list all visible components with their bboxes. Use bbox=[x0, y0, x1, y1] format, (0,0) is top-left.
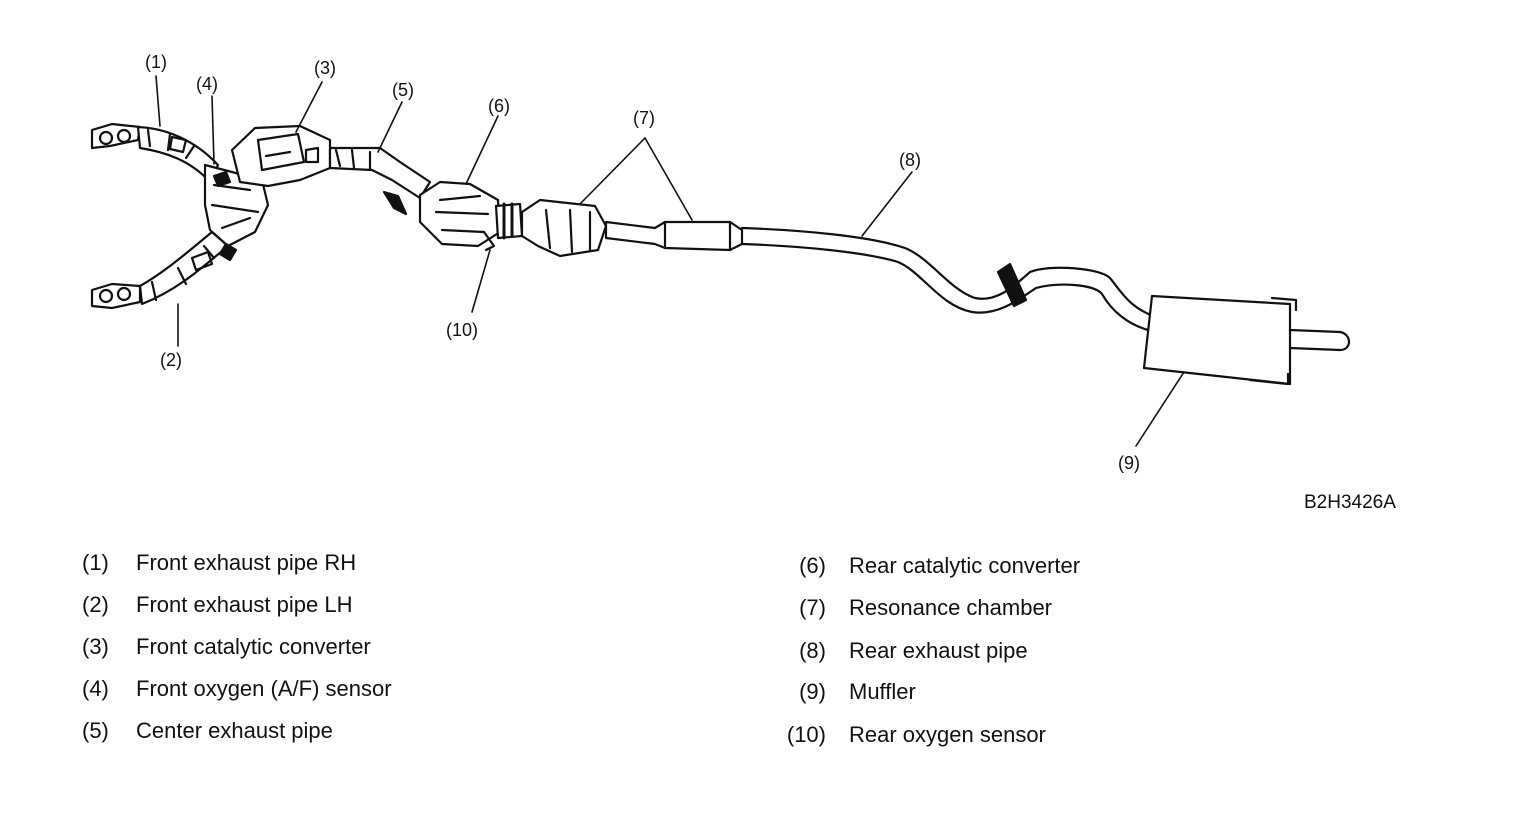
legend-label: Rear catalytic converter bbox=[849, 553, 1081, 578]
muffler bbox=[1142, 294, 1351, 386]
legend-number: (4) bbox=[82, 676, 109, 701]
callout-7: (7) bbox=[633, 108, 655, 128]
rear-oxygen-sensor bbox=[482, 230, 496, 252]
callout-9: (9) bbox=[1118, 453, 1140, 473]
legend-label: Center exhaust pipe bbox=[136, 718, 333, 743]
legend-label: Front exhaust pipe LH bbox=[136, 592, 353, 617]
callout-3: (3) bbox=[314, 58, 336, 78]
callout-4: (4) bbox=[196, 74, 218, 94]
center-exhaust-pipe bbox=[328, 146, 432, 216]
legend-label: Resonance chamber bbox=[849, 595, 1053, 620]
callout-10: (10) bbox=[446, 320, 478, 340]
legend-label: Rear exhaust pipe bbox=[849, 638, 1028, 663]
front-catalytic-converter bbox=[230, 124, 332, 188]
legend-label: Rear oxygen sensor bbox=[849, 722, 1046, 747]
callout-8: (8) bbox=[899, 150, 921, 170]
legend-number: (8) bbox=[799, 638, 826, 663]
legend-label: Muffler bbox=[849, 679, 916, 704]
callout-6: (6) bbox=[488, 96, 510, 116]
legend-number: (10) bbox=[786, 722, 826, 747]
legend-label: Front catalytic converter bbox=[136, 634, 371, 659]
legend-number: (7) bbox=[799, 595, 826, 620]
callout-1: (1) bbox=[145, 52, 167, 72]
rear-exhaust-pipe bbox=[740, 226, 1162, 334]
legend-label: Front oxygen (A/F) sensor bbox=[136, 676, 392, 701]
figure-code: B2H3426A bbox=[1304, 492, 1396, 513]
resonance-chamber bbox=[520, 198, 744, 258]
leader-lines bbox=[155, 75, 1185, 447]
legend-number: (1) bbox=[82, 550, 109, 575]
legend-number: (5) bbox=[82, 718, 109, 743]
front-exhaust-pipe-lh bbox=[90, 230, 230, 310]
legend-label: Front exhaust pipe RH bbox=[136, 550, 357, 575]
legend-number: (2) bbox=[82, 592, 109, 617]
callout-5: (5) bbox=[392, 80, 414, 100]
callout-2: (2) bbox=[160, 350, 182, 370]
legend-number: (6) bbox=[799, 553, 826, 578]
rear-catalytic-converter bbox=[418, 180, 524, 252]
legend-number: (9) bbox=[799, 679, 826, 704]
front-oxygen-sensor bbox=[212, 170, 232, 188]
front-exhaust-pipe-rh bbox=[90, 122, 220, 184]
legend-number: (3) bbox=[82, 634, 109, 659]
